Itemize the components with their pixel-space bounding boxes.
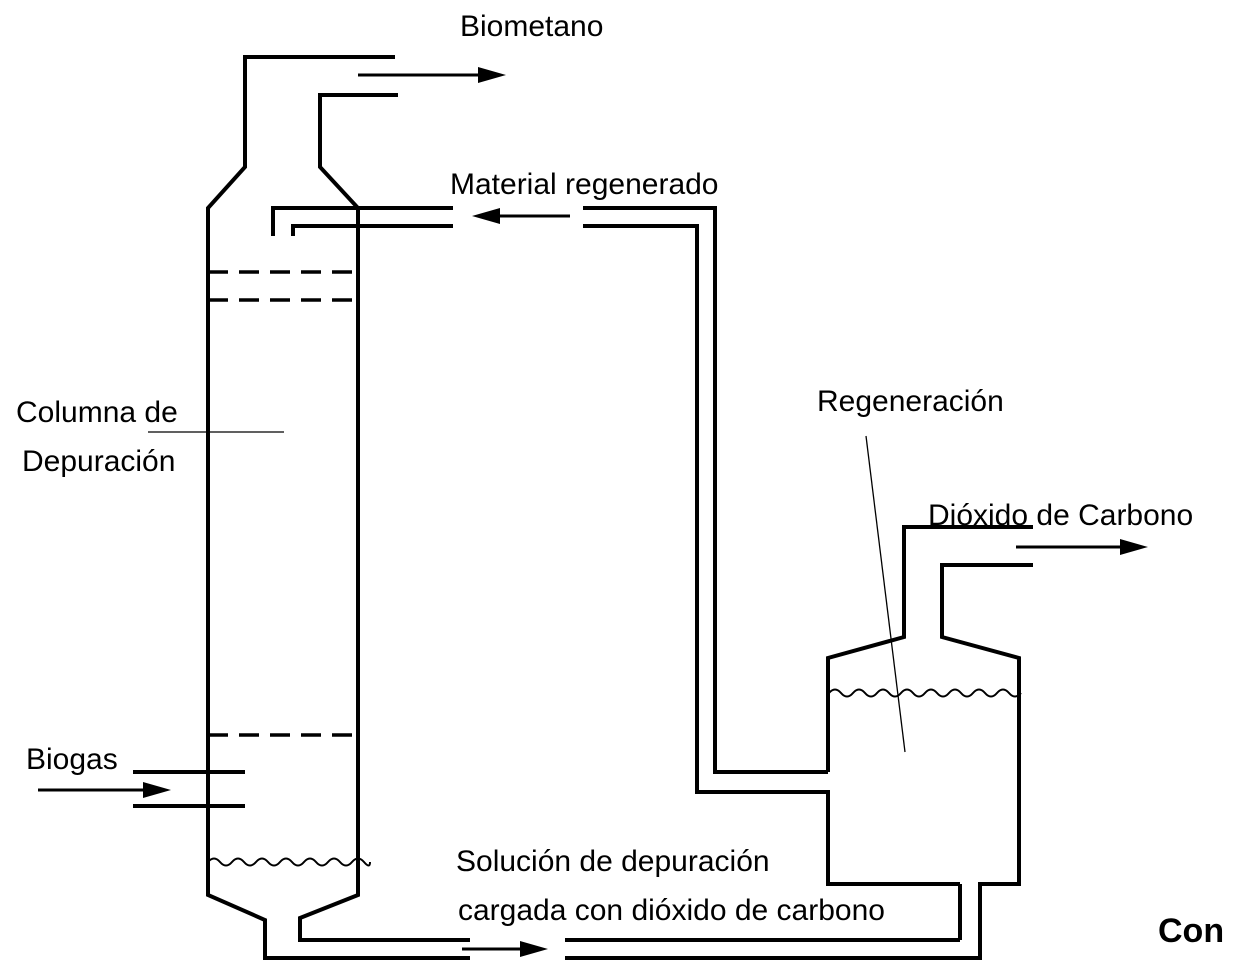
biogas-arrow-head (143, 782, 171, 798)
regen-right-wall (565, 563, 1033, 960)
co2-label: Dióxido de Carbono (928, 499, 1193, 532)
column-label-line1: Columna de (16, 396, 178, 429)
regenerated-material-label: Material regenerado (450, 168, 719, 201)
flow-arrows (38, 67, 1148, 957)
regenerated-return-pipe (583, 206, 960, 886)
return-pipe-inner (583, 224, 960, 886)
column-left-wall (206, 55, 470, 960)
regeneration-leader-line (865, 435, 906, 753)
column-right-wall (298, 93, 470, 942)
regen-liquid-level (828, 688, 1022, 698)
regenerated-arrow-head (472, 208, 500, 224)
solution-arrow-head (520, 941, 548, 957)
solution-label-line2: cargada con dióxido de carbono (458, 894, 885, 927)
return-pipe-outer (583, 206, 828, 774)
regeneration-vessel (565, 525, 1033, 960)
co2-arrow-head (1120, 539, 1148, 555)
regen-left-wall (826, 525, 1033, 772)
regeneration-label: Regeneración (817, 385, 1004, 418)
solution-label-line1: Solución de depuración (456, 845, 770, 878)
biomethane-arrow-head (478, 67, 506, 83)
regenerated-inlet-lower (291, 224, 453, 236)
column-label-line2: Depuración (22, 445, 175, 478)
biogas-label: Biogas (26, 743, 118, 776)
column-liquid-level (207, 857, 371, 867)
regenerated-inlet-upper (271, 206, 453, 236)
cut-off-label: Con (1158, 912, 1224, 950)
biomethane-label: Biometano (460, 10, 603, 43)
scrubbing-column (133, 55, 470, 960)
